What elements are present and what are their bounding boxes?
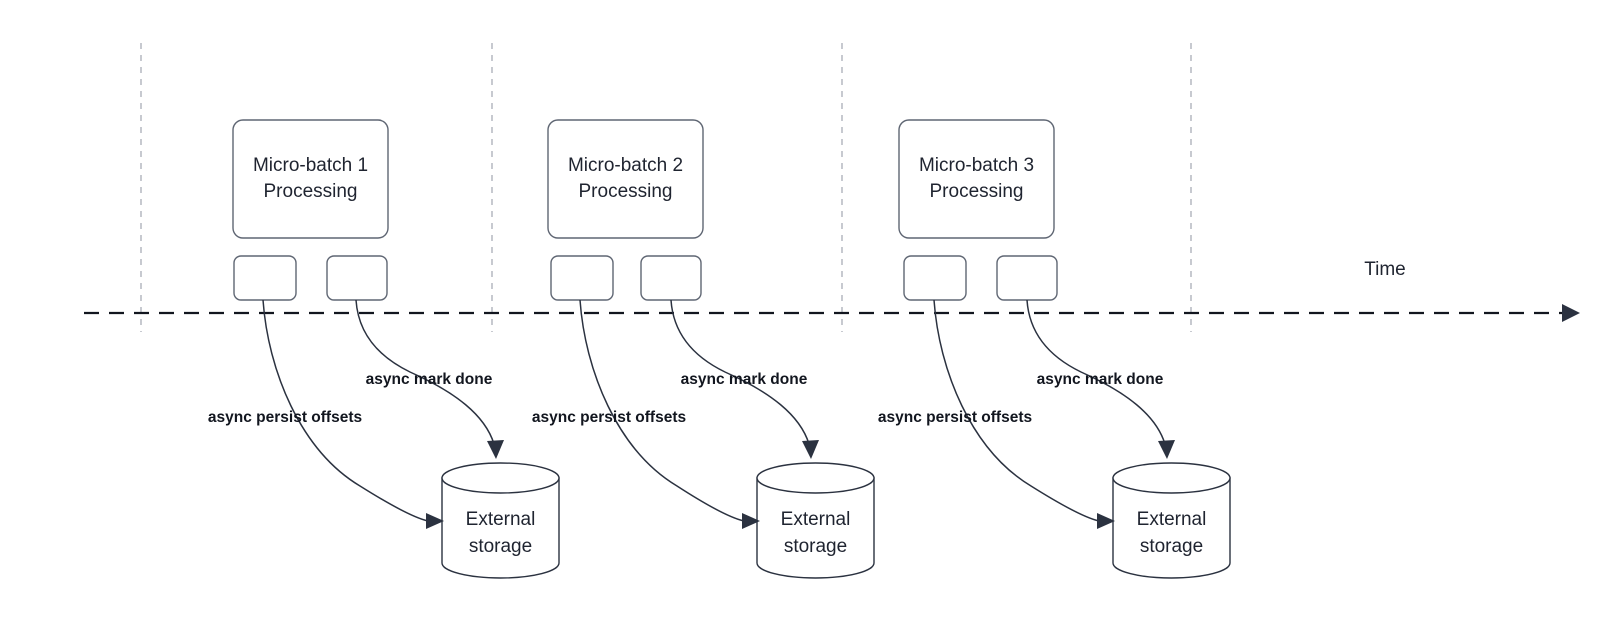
edge-mark-done-3-arrowhead-icon	[1158, 440, 1175, 459]
micro-batch-3-process-box[interactable]	[898, 119, 1055, 239]
micro-batch-3-label-line2: Processing	[930, 181, 1024, 202]
edge-mark-done-2-label: async mark done	[681, 371, 808, 388]
external-storage-1-top	[441, 462, 560, 494]
external-storage-2[interactable]: External storage	[756, 462, 875, 579]
edge-persist-offsets-2	[579, 299, 745, 522]
micro-batch-1-label-line1: Micro-batch 1	[253, 155, 368, 176]
edge-persist-offsets-2-label: async persist offsets	[532, 409, 686, 426]
edge-persist-offsets-1	[262, 299, 429, 522]
edge-mark-done-2-arrowhead-icon	[802, 440, 819, 459]
micro-batch-2-process-box[interactable]	[547, 119, 704, 239]
external-storage-1-label-line1: External	[466, 509, 536, 530]
external-storage-2-label-line2: storage	[784, 536, 847, 557]
group-2: Micro-batch 2 Processing External storag…	[532, 119, 875, 579]
gridlines-layer	[140, 43, 1192, 332]
edge-persist-offsets-3-label: async persist offsets	[878, 409, 1032, 426]
edge-mark-done-1	[355, 299, 495, 445]
external-storage-2-label-line1: External	[781, 509, 851, 530]
external-storage-2-top	[756, 462, 875, 494]
edge-persist-offsets-3-arrowhead-icon	[1097, 513, 1115, 529]
edge-persist-offsets-2-arrowhead-icon	[742, 513, 760, 529]
task-box-1a[interactable]	[233, 255, 297, 301]
timeline-arrowhead-icon	[1562, 304, 1580, 322]
external-storage-1-label-line2: storage	[469, 536, 532, 557]
task-box-3a[interactable]	[903, 255, 967, 301]
external-storage-3-top	[1112, 462, 1231, 494]
time-axis-label: Time	[1364, 259, 1406, 280]
external-storage-3-label-line2: storage	[1140, 536, 1203, 557]
task-box-2b[interactable]	[640, 255, 702, 301]
micro-batch-1-label-line2: Processing	[264, 181, 358, 202]
micro-batch-3-label-line1: Micro-batch 3	[919, 155, 1034, 176]
group-3: Micro-batch 3 Processing External storag…	[878, 119, 1231, 579]
timeline-axis: Time	[84, 259, 1580, 322]
external-storage-1[interactable]: External storage	[441, 462, 560, 579]
external-storage-1-body	[441, 477, 560, 579]
external-storage-2-body	[756, 477, 875, 579]
edge-persist-offsets-3	[933, 299, 1100, 522]
edge-persist-offsets-1-label: async persist offsets	[208, 409, 362, 426]
external-storage-3[interactable]: External storage	[1112, 462, 1231, 579]
external-storage-3-label-line1: External	[1137, 509, 1207, 530]
edge-mark-done-2	[670, 299, 810, 445]
task-box-1b[interactable]	[326, 255, 388, 301]
micro-batch-2-label-line1: Micro-batch 2	[568, 155, 683, 176]
edge-mark-done-1-label: async mark done	[366, 371, 493, 388]
group-1: Micro-batch 1 Processing External storag…	[208, 119, 560, 579]
external-storage-3-body	[1112, 477, 1231, 579]
edge-mark-done-1-arrowhead-icon	[487, 440, 504, 459]
edge-mark-done-3-label: async mark done	[1037, 371, 1164, 388]
task-box-3b[interactable]	[996, 255, 1058, 301]
edge-persist-offsets-1-arrowhead-icon	[426, 513, 444, 529]
edge-mark-done-3	[1026, 299, 1166, 445]
micro-batch-2-label-line2: Processing	[579, 181, 673, 202]
micro-batch-1-process-box[interactable]	[232, 119, 389, 239]
task-box-2a[interactable]	[550, 255, 614, 301]
